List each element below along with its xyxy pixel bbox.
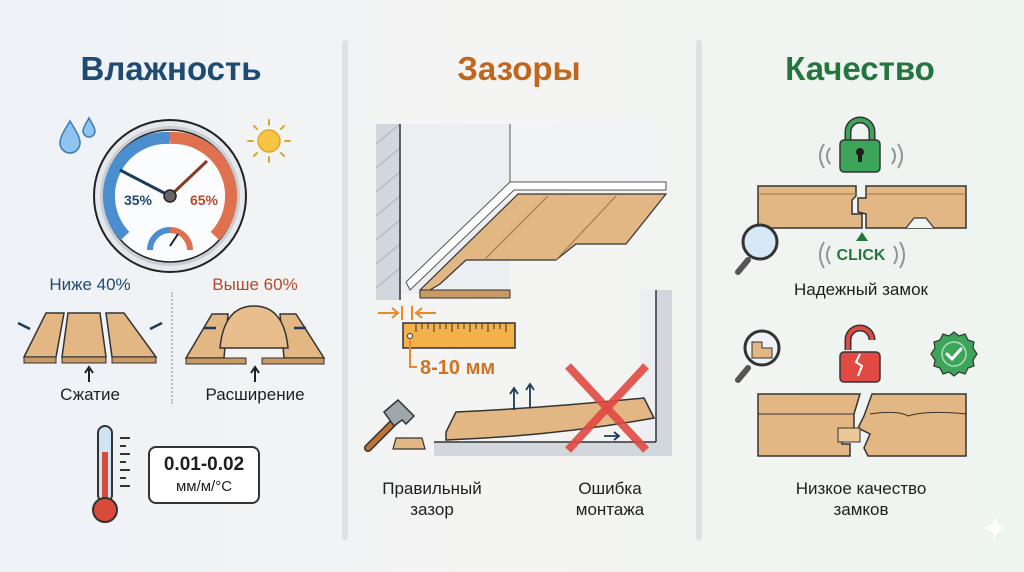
error-x-icon <box>565 363 649 453</box>
humidity-title: Влажность <box>80 50 262 87</box>
coefficient-unit: мм/м/°C <box>175 478 233 495</box>
poor-lock-boards-illustration <box>757 393 967 457</box>
below-40-label: Ниже 40% <box>49 275 131 294</box>
gap-size-leader <box>409 340 417 368</box>
sun-icon <box>247 119 291 163</box>
installation-error-label-line2: монтажа <box>575 500 645 519</box>
click-sound-waves-icon <box>819 241 905 269</box>
correct-gap-label-line2: зазор <box>410 500 454 519</box>
gap-size-value: 8-10 мм <box>420 357 496 379</box>
thermometer-icon <box>92 425 130 523</box>
humidity-panel: Влажность 35% 65% Ниже 40% Выше 60% <box>0 0 342 572</box>
compressed-boards-illustration <box>17 312 163 364</box>
sparkle-watermark-icon <box>982 515 1008 541</box>
locked-padlock-icon <box>839 116 881 173</box>
compression-label: Сжатие <box>60 385 120 404</box>
gap-arrows-icon <box>378 306 436 320</box>
above-60-label: Выше 60% <box>212 275 298 294</box>
panel-divider <box>342 40 348 540</box>
click-arrow-icon <box>856 232 868 241</box>
low-quality-locks-label-line2: замков <box>833 500 889 519</box>
installation-error-label-line1: Ошибка <box>578 479 642 498</box>
quality-title: Качество <box>785 50 935 87</box>
click-text: CLICK <box>836 247 886 264</box>
sound-waves-icon <box>819 143 903 169</box>
humidity-gauge <box>93 119 247 273</box>
expanded-boards-illustration <box>184 305 326 365</box>
installation-error-label: Ошибка монтажа <box>548 478 672 520</box>
water-drops-icon <box>59 116 96 154</box>
arrow-up-icon <box>84 365 94 382</box>
panel-divider <box>696 40 702 540</box>
arrow-up-icon <box>250 365 260 382</box>
quality-badge-check-icon <box>930 331 978 377</box>
broken-padlock-icon <box>839 324 881 383</box>
coefficient-callout: 0.01-0.02 мм/м/°C <box>148 446 260 504</box>
correct-gap-label-line1: Правильный <box>382 479 482 498</box>
interlocked-boards-illustration <box>757 185 967 229</box>
dotted-divider <box>171 292 173 404</box>
gauge-high-value: 65% <box>189 192 219 208</box>
gauge-low-value: 35% <box>123 192 153 208</box>
coefficient-value: 0.01-0.02 <box>163 454 245 475</box>
installation-error-illustration <box>434 290 672 456</box>
reliable-lock-label: Надежный замок <box>794 280 928 299</box>
expansion-label: Расширение <box>205 385 305 404</box>
magnifier-icon <box>735 223 779 275</box>
gaps-title: Зазоры <box>457 50 581 87</box>
low-quality-locks-label: Низкое качество замков <box>746 478 976 520</box>
correct-gap-label: Правильный зазор <box>370 478 494 520</box>
gaps-panel: Зазоры <box>342 0 696 572</box>
hammer-icon <box>364 398 416 452</box>
inspect-magnifier-icon <box>735 329 781 383</box>
tapping-block-icon <box>392 437 426 450</box>
low-quality-locks-label-line1: Низкое качество <box>795 479 927 498</box>
quality-panel: Качество CLICK Надежный замок <box>696 0 1024 572</box>
correct-gap-room-illustration <box>375 123 668 300</box>
ruler-icon <box>402 322 516 349</box>
